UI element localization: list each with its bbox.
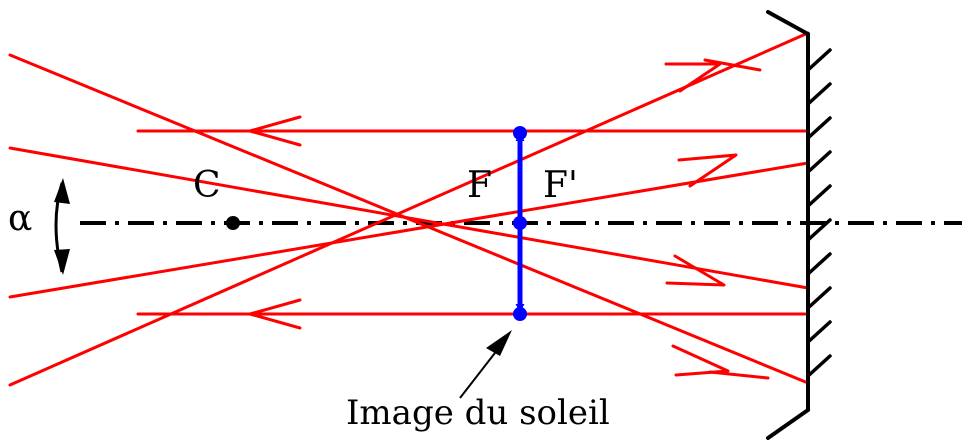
mirror-hatching bbox=[806, 48, 832, 378]
focus-point bbox=[513, 216, 527, 230]
arrow-lower-right-1 bbox=[665, 254, 726, 287]
angle-indicator bbox=[54, 178, 70, 275]
angle-arrow-bottom-icon bbox=[54, 249, 70, 275]
arrow-upper-right-2 bbox=[677, 153, 738, 188]
label-center: C bbox=[193, 165, 221, 206]
image-point-bottom bbox=[513, 307, 527, 321]
ray-arrows bbox=[248, 58, 770, 380]
ray-down-2 bbox=[8, 146, 810, 290]
ray-up-1 bbox=[8, 161, 810, 299]
image-point-top bbox=[513, 126, 527, 140]
caption-pointer-head-icon bbox=[486, 330, 512, 356]
arrow-left-top bbox=[248, 115, 302, 147]
arrow-left-bottom bbox=[248, 298, 302, 330]
angle-arrow-top-icon bbox=[54, 178, 70, 204]
arrow-upper-right-1 bbox=[664, 62, 722, 93]
center-point bbox=[226, 216, 240, 230]
arrow-upper-right-1b bbox=[703, 58, 762, 72]
label-caption: Image du soleil bbox=[346, 393, 610, 433]
ray-up-2 bbox=[8, 31, 810, 387]
label-focus-image: F' bbox=[543, 165, 578, 206]
ray-set-through-center bbox=[8, 31, 810, 387]
mirror bbox=[766, 10, 832, 440]
arrow-lower-right-2b bbox=[708, 370, 770, 380]
arrow-lower-right-2 bbox=[671, 344, 730, 377]
label-focus-object: F bbox=[467, 165, 492, 206]
mirror-surface bbox=[766, 10, 810, 440]
label-angle: α bbox=[8, 198, 32, 239]
